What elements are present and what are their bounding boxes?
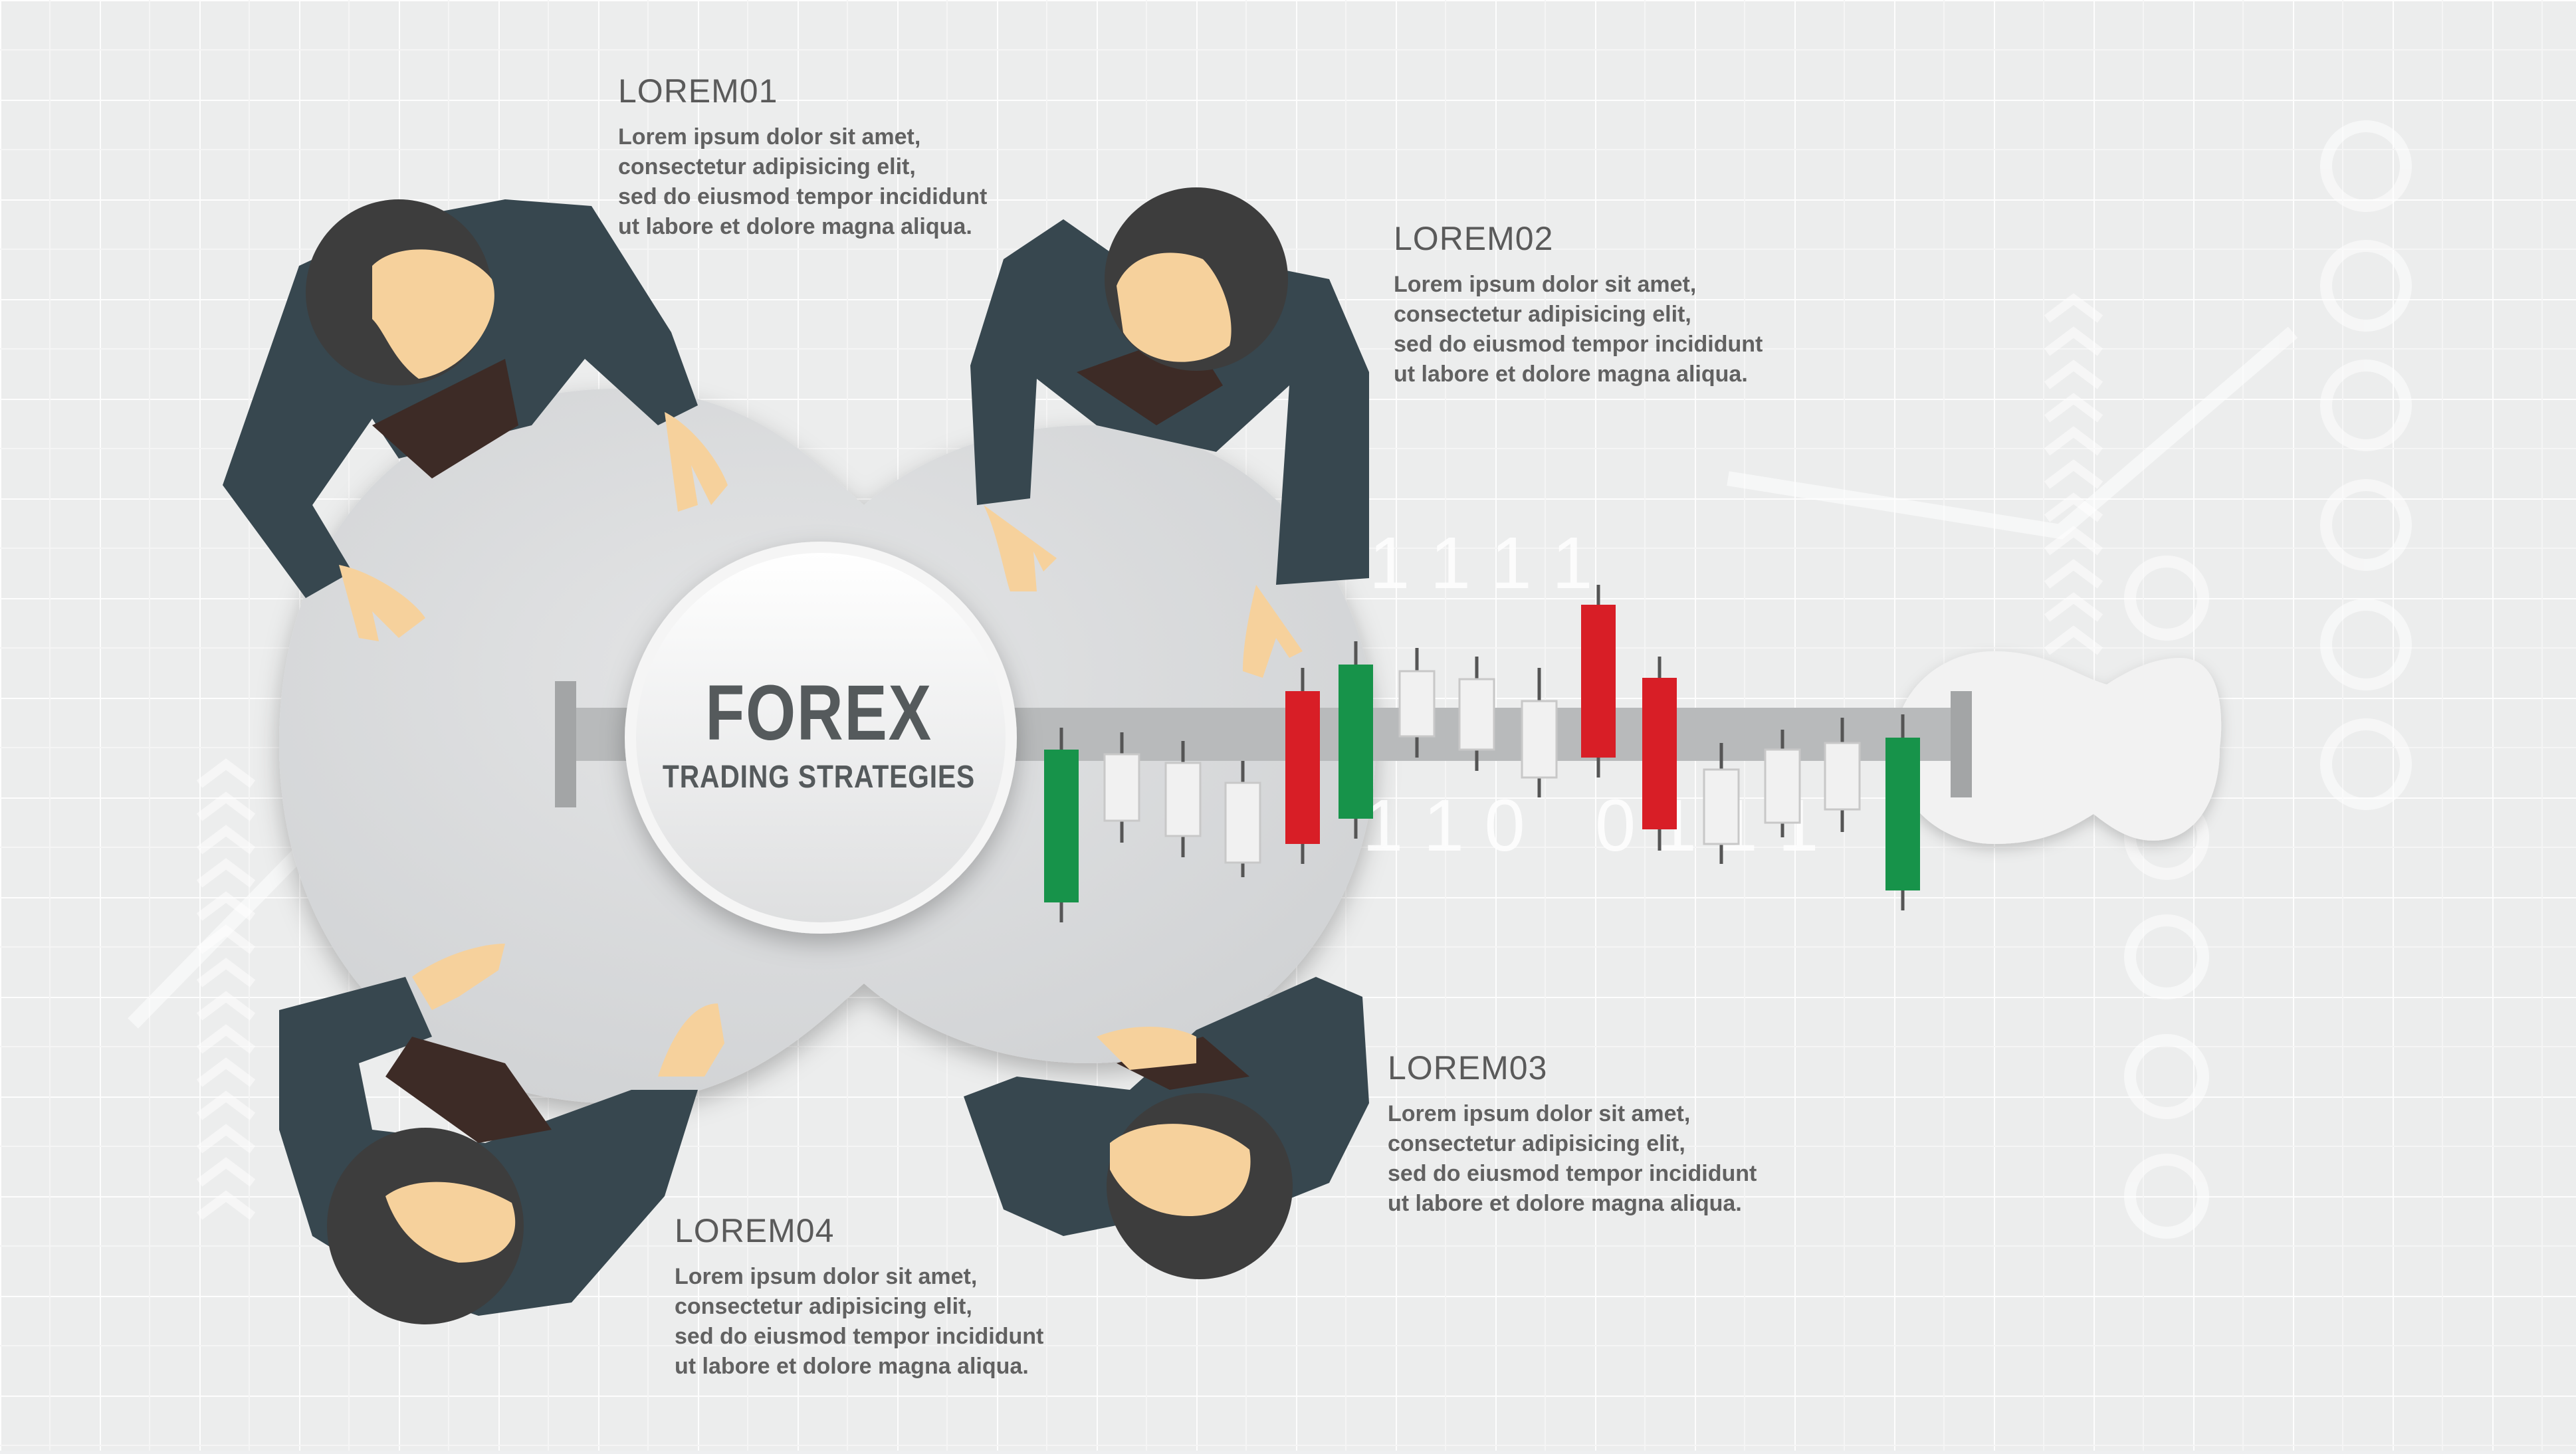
businessman-icon-3 [964,977,1369,1279]
businessman-icon-1 [223,199,728,641]
binary-digits-middle: 1 1 0 [1362,785,1525,867]
candle-body [1164,762,1202,837]
candle-body [1339,665,1373,819]
candlestick-white [1824,718,1861,832]
candle-body [1703,768,1740,845]
candle-body [1885,738,1920,890]
right-plate [1894,651,2222,844]
candle-body [1824,742,1861,811]
label-lorem03: LOREM03 Lorem ipsum dolor sit amet, cons… [1388,1049,1757,1219]
label-lorem04: LOREM04 Lorem ipsum dolor sit amet, cons… [675,1211,1043,1382]
candlestick-white [1458,657,1495,771]
candlestick-white [1398,648,1436,758]
candlestick-red [1642,657,1677,851]
label-lorem02: LOREM02 Lorem ipsum dolor sit amet, cons… [1394,219,1763,389]
background-chevrons [196,293,2103,1220]
candle-body [1581,605,1616,758]
candle-body [1764,748,1801,824]
candlestick-white [1521,668,1558,797]
candlestick-white [1703,743,1740,864]
candle-body [1103,753,1140,822]
businessman-icon-4 [279,944,724,1324]
label-body: Lorem ipsum dolor sit amet, consectetur … [618,124,988,239]
hub-subtitle: TRADING STRATEGIES [662,760,976,795]
binary-digits-top: 1 1 1 1 [1369,522,1592,604]
candlestick-green [1339,641,1373,839]
candlestick-white [1764,730,1801,837]
hub-title: FOREX [705,669,932,757]
candle-body [1224,781,1261,864]
label-title: LOREM02 [1394,220,1554,257]
candlestick-white [1224,761,1261,877]
candle-body [1398,670,1436,738]
label-title: LOREM04 [675,1212,835,1249]
candle-body [1521,700,1558,779]
candle-body [1285,691,1320,844]
candlestick-white [1103,732,1140,843]
candle-body [1458,678,1495,751]
candlestick-white [1164,741,1202,857]
label-body: Lorem ipsum dolor sit amet, consectetur … [1388,1101,1757,1216]
candlestick-red [1581,585,1616,778]
businessman-icon-2 [970,187,1369,678]
candlestick-red [1285,668,1320,864]
candlestick-chart-icon [1044,585,1920,922]
label-body: Lorem ipsum dolor sit amet, consectetur … [675,1264,1044,1379]
candlestick-green [1885,714,1920,910]
candle-body [1044,750,1079,902]
candlestick-green [1044,728,1079,922]
label-title: LOREM01 [618,72,778,110]
label-body: Lorem ipsum dolor sit amet, consectetur … [1394,272,1763,387]
label-title: LOREM03 [1388,1049,1548,1087]
label-lorem01: LOREM01 Lorem ipsum dolor sit amet, cons… [618,72,987,242]
hub-disc [625,542,1017,934]
candle-body [1642,678,1677,829]
